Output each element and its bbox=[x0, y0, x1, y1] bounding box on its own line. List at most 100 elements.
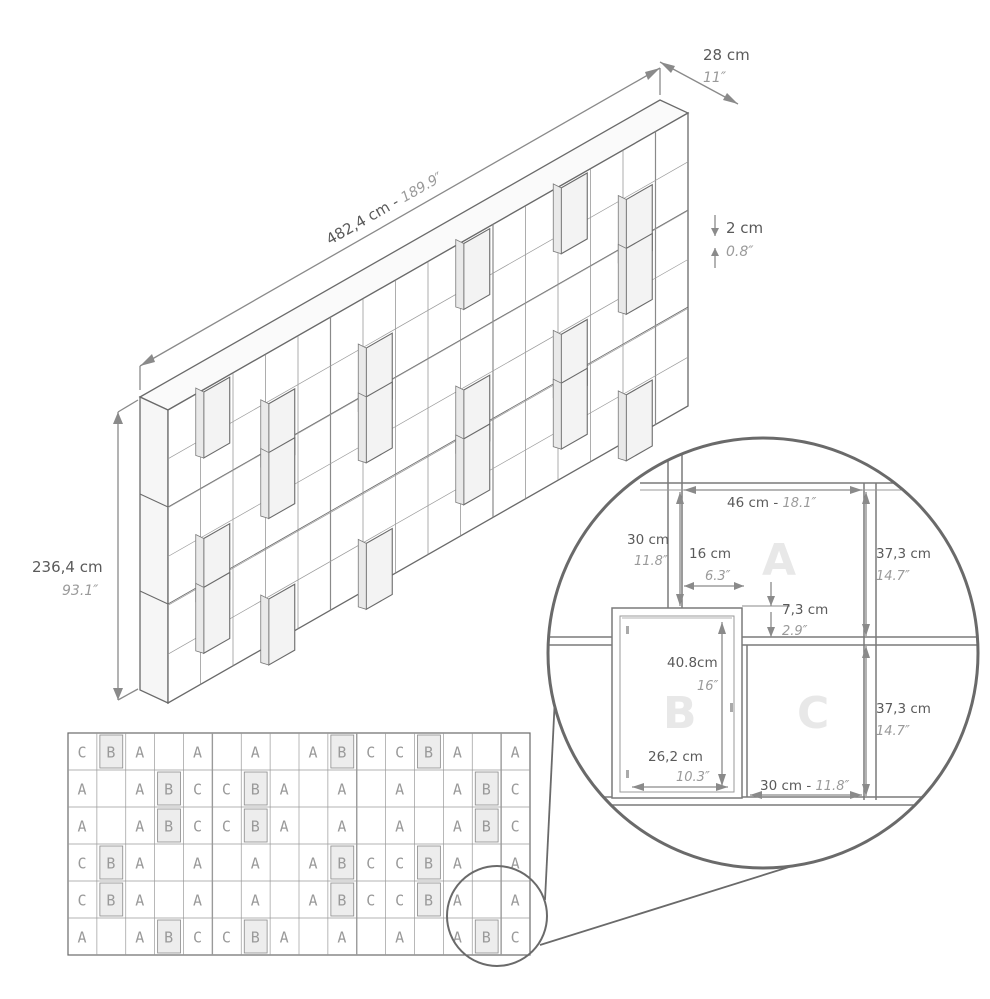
iso-door-panel bbox=[463, 423, 491, 506]
grid-cell-letter: C bbox=[366, 892, 375, 910]
iso-door-panel bbox=[625, 232, 653, 316]
grid-cell-letter: C bbox=[222, 929, 231, 947]
grid-cell-letter: A bbox=[453, 929, 462, 947]
iso-row-divider bbox=[167, 308, 689, 606]
grid-cell-letter: B bbox=[482, 818, 491, 836]
grid-cell-letter: C bbox=[395, 892, 404, 910]
iso-door-side bbox=[617, 243, 627, 315]
iso-door-panel bbox=[463, 227, 491, 311]
grid-cell-letter: A bbox=[280, 818, 289, 836]
grid-door-cell bbox=[243, 771, 268, 806]
grid-door-cell bbox=[330, 845, 355, 880]
iso-door-panel bbox=[203, 376, 231, 459]
grid-cell-letter: B bbox=[251, 929, 260, 947]
grid-cell-letter: B bbox=[424, 744, 433, 762]
iso-door-side bbox=[195, 387, 205, 459]
grid-cell-letter: A bbox=[77, 818, 86, 836]
right-upper-cm-label: 37,3 cm bbox=[876, 546, 931, 562]
grid-cell-letter: A bbox=[193, 855, 202, 873]
grid-cell-letter: A bbox=[453, 781, 462, 799]
grid-cell-letter: C bbox=[193, 929, 202, 947]
grid-cell-letter: A bbox=[280, 929, 289, 947]
grid-cell-letter: A bbox=[193, 744, 202, 762]
top-width-label: 46 cm - 18.1″ bbox=[727, 495, 816, 511]
zoom-source-circle bbox=[446, 865, 548, 967]
grid-cell-letter: A bbox=[337, 818, 346, 836]
grid-cell-letter: A bbox=[453, 744, 462, 762]
module-b-box bbox=[611, 607, 743, 799]
door-height-cm-label: 40.8cm bbox=[667, 655, 718, 671]
grid-cell-letter: B bbox=[164, 929, 173, 947]
grid-cell-letter: B bbox=[106, 892, 115, 910]
grid-cell-letter: B bbox=[424, 892, 433, 910]
grid-cell-letter: C bbox=[77, 744, 86, 762]
grid-cell-letter: C bbox=[511, 929, 520, 947]
panel-cm-label: 2 cm bbox=[726, 219, 763, 237]
panel-in-label: 0.8″ bbox=[726, 244, 754, 260]
grid-door-cell bbox=[474, 808, 499, 843]
grid-cell-letter: C bbox=[222, 818, 231, 836]
offset-cm-label: 7,3 cm bbox=[782, 602, 828, 618]
grid-cell-letter: A bbox=[193, 892, 202, 910]
iso-door-side bbox=[552, 378, 562, 450]
grid-door-cell bbox=[99, 882, 124, 917]
iso-door-side bbox=[260, 447, 270, 520]
iso-row-divider bbox=[167, 210, 689, 508]
grid-cell-letter: A bbox=[135, 744, 144, 762]
grid-cell-letter: C bbox=[193, 781, 202, 799]
bottom-width-label: 30 cm - 11.8″ bbox=[760, 778, 849, 794]
grid-cell-letter: A bbox=[337, 781, 346, 799]
iso-door-side bbox=[617, 390, 627, 462]
grid-cell-letter: C bbox=[366, 855, 375, 873]
grid-cell-letter: A bbox=[453, 855, 462, 873]
iso-row-divider bbox=[167, 356, 689, 655]
iso-door-panel bbox=[560, 172, 588, 255]
grid-cell-letter: C bbox=[395, 744, 404, 762]
grid-cell-letter: A bbox=[395, 781, 404, 799]
grid-door-cell bbox=[330, 734, 355, 769]
right-lower-cm-label: 37,3 cm bbox=[876, 701, 931, 717]
grid-cell-letter: A bbox=[251, 744, 260, 762]
grid-cell-letter: A bbox=[453, 818, 462, 836]
grid-cell-letter: B bbox=[251, 781, 260, 799]
grid-door-cell bbox=[243, 808, 268, 843]
iso-door-side bbox=[195, 582, 205, 654]
height-cm-label: 236,4 cm bbox=[32, 558, 103, 576]
grid-cell-letter: C bbox=[77, 892, 86, 910]
grid-door-cell bbox=[99, 845, 124, 880]
grid-cell-letter: A bbox=[453, 892, 462, 910]
inner-width-in-label: 6.3″ bbox=[705, 569, 731, 584]
grid-cell-letter: A bbox=[135, 892, 144, 910]
grid-cell-letter: B bbox=[164, 818, 173, 836]
iso-door-panel bbox=[625, 379, 653, 462]
iso-door-panel bbox=[203, 571, 231, 655]
grid-cell-letter: A bbox=[337, 929, 346, 947]
inner-width-cm-label: 16 cm bbox=[689, 546, 731, 562]
grid-door-cell bbox=[157, 919, 181, 954]
grid-door-cell bbox=[417, 845, 441, 880]
left-height-in-label: 11.8″ bbox=[634, 554, 668, 569]
bookcase-isometric-view: 482,4 cm - 189.9″ 28 cm 11″ 2 cm 0.8″ 23… bbox=[32, 46, 763, 705]
grid-cell-letter: A bbox=[135, 855, 144, 873]
height-in-label: 93.1″ bbox=[62, 583, 99, 599]
iso-door-side bbox=[357, 538, 367, 610]
grid-cell-letter: A bbox=[135, 818, 144, 836]
detail-label-c: C bbox=[797, 688, 829, 739]
grid-cell-letter: A bbox=[395, 929, 404, 947]
grid-door-cell bbox=[417, 734, 441, 769]
grid-cell-letter: B bbox=[337, 892, 346, 910]
grid-cell-letter: A bbox=[251, 855, 260, 873]
iso-door-side bbox=[455, 434, 465, 506]
door-height-in-label: 16″ bbox=[697, 679, 719, 694]
grid-door-cell bbox=[99, 734, 124, 769]
detail-zoom-view: A B C 46 cm - 18.1″ 30 cm 11.8″ 16 cm 6.… bbox=[546, 436, 980, 870]
grid-cell-letter: A bbox=[511, 892, 520, 910]
zoom-detail-circle bbox=[546, 436, 980, 870]
detail-label-a: A bbox=[762, 535, 796, 586]
grid-door-cell bbox=[330, 882, 355, 917]
grid-door-cell bbox=[474, 919, 499, 954]
iso-door-side bbox=[455, 238, 465, 310]
iso-door-side bbox=[552, 183, 562, 255]
grid-cell-letter: A bbox=[511, 855, 520, 873]
